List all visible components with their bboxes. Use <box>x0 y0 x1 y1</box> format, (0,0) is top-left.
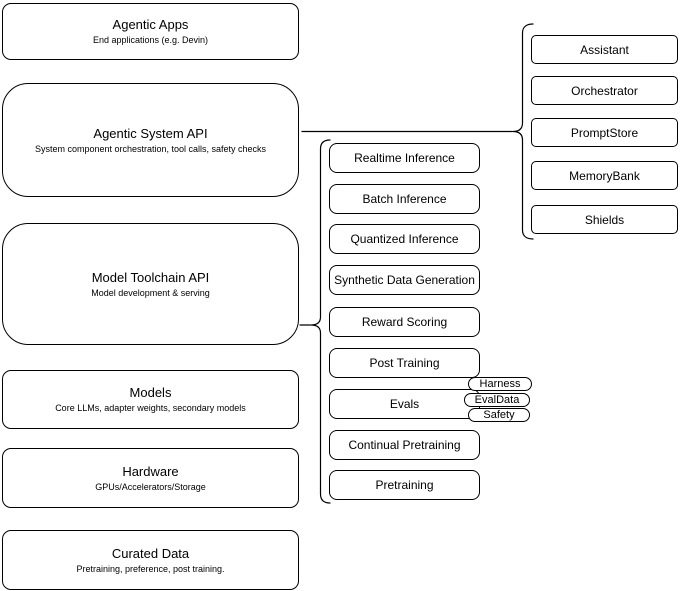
toolchain-item-batch-inference: Batch Inference <box>329 184 480 214</box>
node-title: Models <box>129 385 172 400</box>
node-hardware: Hardware GPUs/Accelerators/Storage <box>2 448 299 508</box>
toolchain-brace <box>310 139 331 504</box>
toolchain-item-quantized-inference: Quantized Inference <box>329 224 480 254</box>
node-subtitle: End applications (e.g. Devin) <box>92 35 209 45</box>
toolchain-item-post-training: Post Training <box>329 348 480 378</box>
toolchain-item-evals: Evals <box>329 389 480 419</box>
component-memorybank: MemoryBank <box>531 161 678 190</box>
node-agentic-apps: Agentic Apps End applications (e.g. Devi… <box>2 3 299 60</box>
node-subtitle: Pretraining, preference, post training. <box>76 563 225 574</box>
toolchain-item-label: Synthetic Data Generation <box>334 273 475 287</box>
toolchain-item-label: Continual Pretraining <box>348 438 461 452</box>
node-agentic-system-api: Agentic System API System component orch… <box>2 83 299 197</box>
node-title: Model Toolchain API <box>91 269 210 285</box>
toolchain-item-label: Evals <box>389 397 420 411</box>
component-label: Orchestrator <box>571 83 638 98</box>
node-subtitle: GPUs/Accelerators/Storage <box>95 481 206 492</box>
component-label: Assistant <box>580 42 629 57</box>
component-assistant: Assistant <box>531 35 678 64</box>
component-orchestrator: Orchestrator <box>531 76 678 105</box>
toolchain-item-label: Realtime Inference <box>354 151 455 165</box>
component-promptstore: PromptStore <box>531 118 678 147</box>
node-title: Hardware <box>122 463 179 479</box>
node-models: Models Core LLMs, adapter weights, secon… <box>2 370 299 429</box>
component-label: Shields <box>584 212 625 227</box>
component-label: MemoryBank <box>569 168 640 183</box>
toolchain-item-label: Post Training <box>369 356 440 370</box>
node-curated-data: Curated Data Pretraining, preference, po… <box>2 530 299 590</box>
eval-tag-safety: Safety <box>468 408 530 422</box>
node-subtitle: System component orchestration, tool cal… <box>34 143 267 154</box>
component-label: PromptStore <box>570 125 639 140</box>
toolchain-item-continual-pretraining: Continual Pretraining <box>329 430 480 460</box>
eval-tag-harness: Harness <box>468 377 532 391</box>
node-model-toolchain-api: Model Toolchain API Model development & … <box>2 223 299 345</box>
toolchain-item-label: Quantized Inference <box>350 232 459 246</box>
node-title: Agentic System API <box>93 125 208 141</box>
toolchain-item-label: Reward Scoring <box>361 315 448 329</box>
node-subtitle: Core LLMs, adapter weights, secondary mo… <box>55 403 246 413</box>
toolchain-item-reward-scoring: Reward Scoring <box>329 307 480 337</box>
node-subtitle: Model development & serving <box>91 287 210 298</box>
node-title: Agentic Apps <box>112 17 189 32</box>
eval-tag-label: Safety <box>483 409 515 421</box>
toolchain-item-label: Batch Inference <box>362 192 447 206</box>
toolchain-item-synthetic-data-generation: Synthetic Data Generation <box>329 265 480 295</box>
eval-tag-label: Harness <box>479 378 521 390</box>
eval-tag-label: EvalData <box>474 394 520 406</box>
toolchain-item-realtime-inference: Realtime Inference <box>329 143 480 173</box>
toolchain-item-pretraining: Pretraining <box>329 470 480 500</box>
eval-tag-evaldata: EvalData <box>464 393 530 407</box>
component-shields: Shields <box>531 205 678 234</box>
toolchain-item-label: Pretraining <box>375 478 434 492</box>
node-title: Curated Data <box>111 545 190 561</box>
components-brace <box>512 23 534 240</box>
